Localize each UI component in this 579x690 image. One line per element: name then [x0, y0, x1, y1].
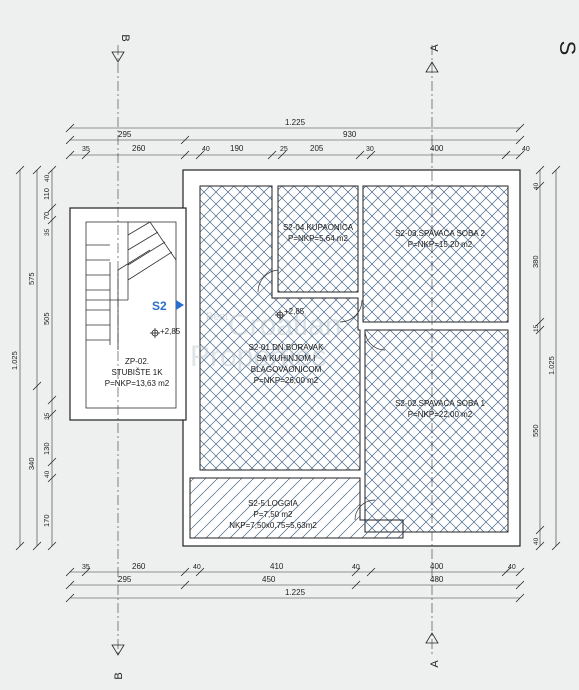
dim-bottom-row-2: 40	[193, 564, 201, 571]
boravak-fill	[199, 185, 361, 471]
loggia-fill	[189, 477, 404, 539]
room-stubiste-name: STUBIŠTE 1K	[111, 368, 163, 377]
dim-top-row-8: 40	[522, 146, 530, 153]
axis-a-bottom: A	[429, 660, 441, 668]
dim-bottom-row-6: 40	[508, 564, 516, 571]
dim-bottom-row-5: 400	[430, 562, 444, 571]
room-loggia-name: S2-5.LOGGIA	[248, 499, 298, 508]
watermark-small: Best	[206, 311, 228, 323]
dim-top-row-1: 260	[132, 144, 146, 153]
level-marker-icon	[150, 310, 285, 338]
dim-top-row-0: 35	[82, 146, 90, 153]
room-stubiste-area: P=NKP=13,63 m2	[105, 379, 170, 388]
room-boravak-line2: SA KUHINJOM I	[257, 354, 316, 363]
room-fills	[189, 185, 509, 539]
room-loggia-area: P=7,50 m2	[254, 510, 293, 519]
dim-bottom-row-4: 40	[352, 564, 360, 571]
dim-left-inner-0: 110	[42, 188, 51, 200]
room-kupaonica-name: S2-04.KUPAONICA	[283, 223, 354, 232]
dim-right-inner-0: 40	[533, 182, 540, 190]
dim-left-inner-2: 40	[44, 174, 51, 182]
watermark-line1: Croatian	[228, 309, 341, 342]
dim-left-inner-5: 35	[44, 412, 51, 420]
dim-bottom-mid-1: 450	[262, 575, 276, 584]
room-soba2-name: S2-03.SPAVAĆA SOBA 2	[395, 229, 485, 238]
dim-top-right: 930	[343, 130, 357, 139]
dim-left-inner-4: 505	[42, 312, 51, 325]
dim-right-inner-2: 15	[533, 324, 540, 332]
dim-left-inner-3: 35	[44, 228, 51, 236]
watermark-line2: Properties	[190, 340, 327, 373]
room-boravak-line1: S2-01.DN.BORAVAK	[249, 343, 325, 352]
room-soba1-name: S2-02.SPAVAĆA SOBA 1	[395, 399, 485, 408]
room-loggia-calc: NKP=7,50x0,75=5,63m2	[229, 521, 317, 530]
level-living: +2,85	[284, 307, 305, 316]
dim-top-row-3: 190	[230, 144, 244, 153]
dim-top-left: 295	[118, 130, 132, 139]
dim-right-inner-4: 40	[533, 537, 540, 545]
dim-left-inner-7: 40	[44, 470, 51, 478]
dim-left-mid-0: 575	[27, 272, 36, 285]
dim-left-inner-8: 170	[42, 514, 51, 527]
dim-bottom-row-0: 35	[82, 564, 90, 571]
soba2-fill	[362, 185, 509, 323]
dim-right-total: 1.025	[547, 356, 556, 375]
axis-b-bottom: B	[113, 672, 125, 679]
section-lines	[117, 45, 433, 655]
room-soba2-area: P=NKP=15,20 m2	[408, 240, 473, 249]
axis-a-top: A	[429, 44, 441, 52]
dim-left-mid-1: 340	[27, 457, 36, 470]
dim-top-row-5: 205	[310, 144, 324, 153]
staircase	[85, 221, 177, 409]
dim-bottom-mid-0: 295	[118, 575, 132, 584]
dim-top-total: 1.225	[285, 118, 306, 127]
kupaonica-fill	[277, 185, 359, 293]
section-markers	[111, 51, 439, 656]
room-kupaonica-area: P=NKP=5,64 m2	[288, 234, 349, 243]
soba1-fill	[364, 329, 509, 533]
room-boravak-line3: BLAGOVAONICOM	[251, 365, 322, 374]
dimension-ticks	[15, 123, 561, 603]
dim-top-row-7: 400	[430, 144, 444, 153]
dim-top-row-6: 30	[366, 146, 374, 153]
dim-bottom-mid-2: 480	[430, 575, 444, 584]
dim-right-inner-3: 550	[531, 424, 540, 437]
dim-bottom-row-3: 410	[270, 562, 284, 571]
dim-left-outer: 1.025	[10, 351, 19, 370]
room-soba1-area: P=NKP=22,00 m2	[408, 410, 473, 419]
floor-tag-arrow-icon	[176, 300, 184, 310]
dim-left-inner-1: 70	[42, 212, 51, 220]
dim-bottom-row-1: 260	[132, 562, 146, 571]
level-stairs: +2,85	[160, 327, 181, 336]
dim-top-row-4: 25	[280, 146, 288, 153]
room-boravak-area: P=NKP=26,00 m2	[254, 376, 319, 385]
door-swings	[257, 269, 386, 521]
dim-bottom-total: 1.225	[285, 588, 306, 597]
dim-left-inner-6: 130	[42, 442, 51, 455]
axis-b-top: B	[119, 34, 131, 41]
floor-tag: S2	[152, 299, 167, 313]
dim-top-row-2: 40	[202, 146, 210, 153]
section-mark-s: S	[555, 41, 579, 56]
dimension-lines	[19, 127, 557, 599]
dim-right-inner-1: 380	[531, 255, 540, 268]
room-stubiste-code: ZP-02.	[125, 357, 149, 366]
